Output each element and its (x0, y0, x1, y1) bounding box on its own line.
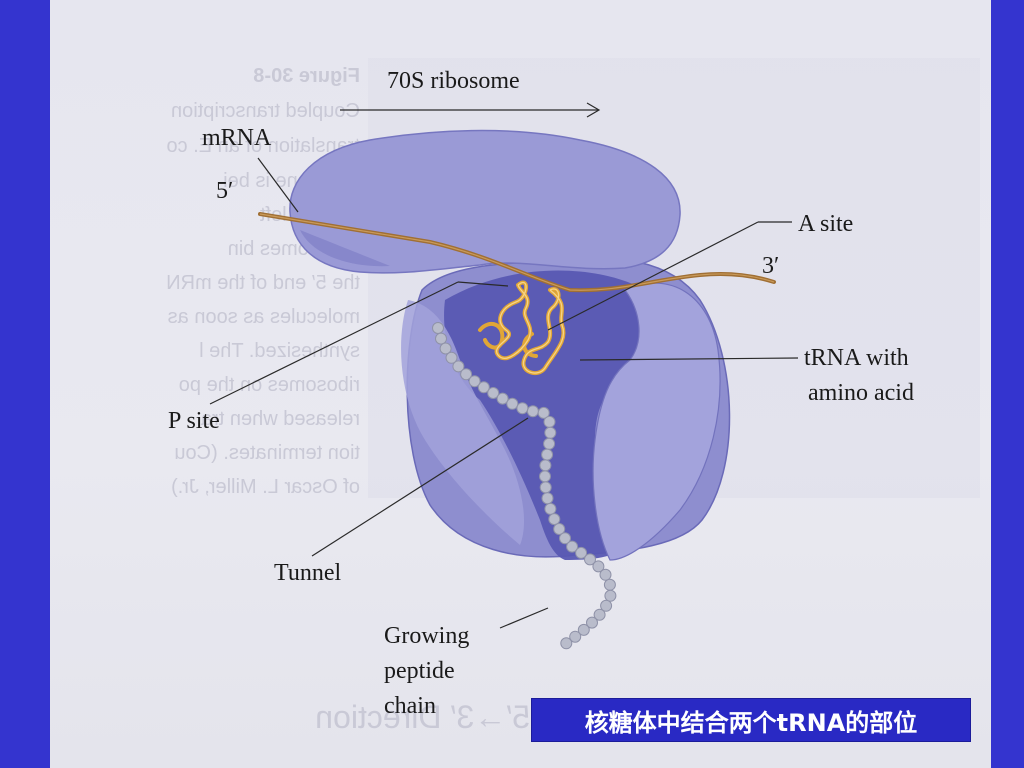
trna-p-highlight (495, 282, 531, 359)
peptide-label-line3: chain (384, 693, 436, 719)
amino-acid-bead (599, 568, 612, 581)
amino-acid-bead (452, 360, 465, 373)
amino-acid-bead (577, 623, 590, 636)
amino-acid-bead (541, 492, 554, 505)
small-subunit-shade (300, 230, 390, 267)
amino-acid-bead (537, 406, 550, 419)
p-site-leader (209, 281, 459, 405)
trna-label-line2: amino acid (808, 380, 914, 406)
caption-text: 核糖体中结合两个tRNA的部位 (584, 708, 918, 737)
ghost-line: tion terminates. (Cou (174, 442, 360, 464)
amino-acid-bead (506, 397, 519, 410)
amino-acid-bead (544, 426, 557, 439)
mrna-strand-highlight (259, 213, 775, 291)
amino-acid-bead (543, 437, 556, 450)
trna-p-site-loop (478, 321, 505, 350)
amino-acid-bead (566, 540, 579, 553)
p-site-label: P site (168, 408, 220, 434)
amino-acid-bead (604, 589, 617, 602)
amino-acid-bead (526, 405, 539, 418)
leader-lines (209, 102, 799, 629)
ribosome-label: 70S ribosome (387, 68, 520, 94)
ghost-line: of Oscar L. Miller, Jr.) (171, 476, 360, 498)
amino-acid-bead (575, 546, 588, 559)
peptide-label-line1: Growing (384, 623, 469, 649)
caption-box: 核糖体中结合两个tRNA的部位 (531, 698, 971, 742)
ghost-direction: 5′→3′ Direction (315, 699, 530, 735)
ghost-line: Coupled transcription (171, 100, 360, 122)
ribosome-arrow-head (586, 102, 601, 118)
amino-acid-bead (539, 470, 551, 483)
ghost-figure-number: Figure 30-8 (253, 65, 360, 87)
amino-acid-bead (553, 523, 566, 535)
amino-acid-bead (600, 599, 613, 612)
a-site-leader (547, 221, 759, 331)
ghost-line: translation of an E. co (167, 135, 360, 157)
bleed-through-text: Figure 30-8 Coupled transcription transl… (166, 65, 360, 498)
amino-acid-bead (460, 368, 473, 381)
ghost-line: released when tra (200, 408, 360, 430)
amino-acid-bead (439, 342, 452, 355)
ribosome-diagram: Figure 30-8 Coupled transcription transl… (166, 58, 980, 735)
amino-acid-bead (548, 513, 561, 526)
peptide-chain (432, 322, 617, 650)
trna-leader (579, 357, 799, 361)
peptide-label-line2: peptide (384, 658, 455, 684)
trna-label-line1: tRNA with (804, 345, 909, 371)
amino-acid-bead (584, 553, 596, 566)
amino-acid-bead (435, 332, 447, 345)
a-site-label: A site (798, 211, 853, 237)
amino-acid-bead (603, 578, 616, 591)
amino-acid-bead (593, 608, 606, 621)
mrna-label: mRNA (202, 125, 272, 151)
amino-acid-bead (539, 459, 552, 472)
figure-panel: Figure 30-8 Coupled transcription transl… (50, 0, 991, 768)
small-subunit (289, 129, 681, 274)
trna-a-highlight (522, 288, 565, 374)
ghost-line: synthesized. The l (199, 340, 360, 362)
amino-acid-bead (560, 637, 573, 650)
right-lobe (592, 282, 721, 561)
amino-acid-bead (559, 532, 571, 545)
mrna-leader (257, 157, 299, 213)
amino-acid-bead (496, 392, 509, 405)
bleed-through-bottom: 5′→3′ Direction (315, 699, 530, 735)
amino-acid-bead (516, 402, 529, 415)
amino-acid-bead (477, 381, 490, 394)
amino-acid-bead (569, 630, 582, 643)
amino-acid-bead (544, 502, 557, 515)
peptide-leader (499, 607, 549, 629)
amino-acid-bead (468, 375, 481, 388)
amino-acid-bead (543, 415, 556, 428)
tunnel-label: Tunnel (274, 560, 341, 586)
ghost-line: ribosomes on the po (179, 374, 360, 396)
amino-acid-bead (541, 448, 554, 461)
trna-molecules-highlight (495, 282, 565, 374)
amino-acid-bead (586, 616, 598, 629)
tunnel-leader (311, 417, 529, 557)
amino-acid-bead (592, 560, 605, 573)
ghost-line: molecules as soon as (168, 306, 360, 328)
ghost-line: the 5′ end of the mRN (166, 272, 360, 294)
amino-acid-bead (487, 387, 500, 399)
amino-acid-bead (539, 481, 552, 494)
amino-acid-bead (445, 351, 458, 364)
p-site-leader-end (457, 281, 509, 287)
five-prime-label: 5′ (216, 178, 233, 204)
three-prime-label: 3′ (762, 253, 779, 279)
left-lobe (401, 300, 525, 545)
amino-acid-bead (432, 322, 444, 334)
